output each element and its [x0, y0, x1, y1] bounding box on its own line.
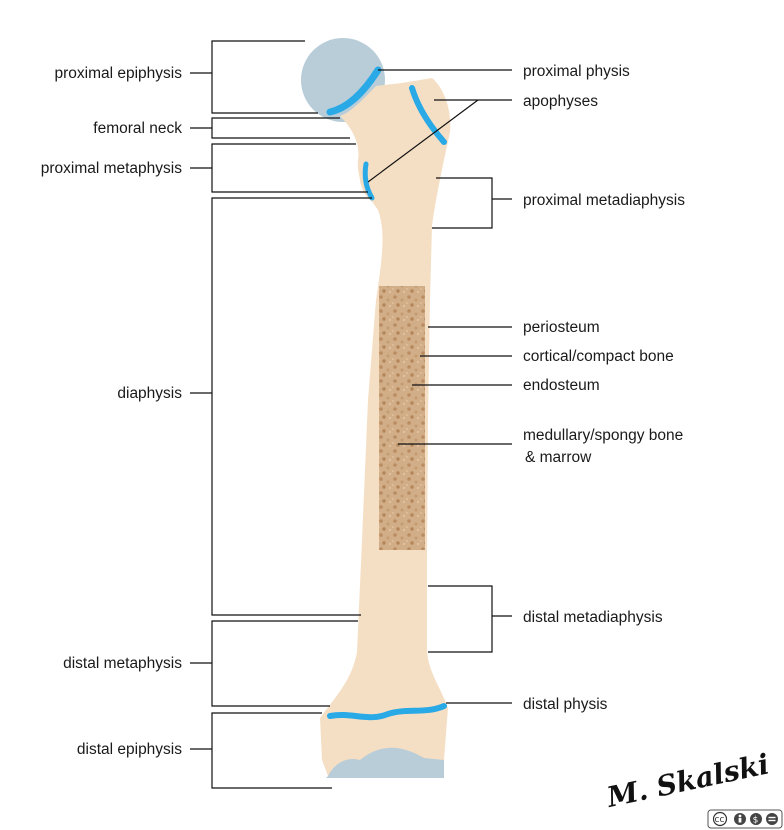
bracket-proximal-epiphysis: [211, 40, 318, 114]
svg-text:M. Skalski: M. Skalski: [603, 747, 772, 814]
lesser-trochanter-apophysis-line: [362, 161, 375, 201]
label-distal-metaphysis: distal metaphysis: [63, 655, 182, 672]
label-endosteum: endosteum: [523, 377, 600, 394]
label-periosteum: periosteum: [523, 319, 600, 336]
label-medullary-line1: medullary/spongy bone: [523, 427, 683, 444]
label-femoral-neck: femoral neck: [93, 120, 182, 137]
left-brackets: [190, 40, 372, 789]
sa-icon: [766, 813, 778, 825]
femur-bone: [301, 38, 451, 778]
bracket-distal-metaphysis: [211, 620, 358, 707]
label-apophyses: apophyses: [523, 93, 598, 110]
label-distal-metadiaphysis: distal metadiaphysis: [523, 609, 663, 626]
right-lines: [367, 69, 512, 704]
label-distal-epiphysis: distal epiphysis: [77, 741, 182, 758]
bracket-distal-metadiaphysis: [428, 585, 493, 653]
label-distal-physis: distal physis: [523, 696, 608, 713]
distal-physis-line: [327, 703, 447, 721]
author-signature: M. Skalski: [603, 747, 772, 814]
label-proximal-physis: proximal physis: [523, 63, 630, 80]
label-proximal-epiphysis: proximal epiphysis: [55, 65, 183, 82]
svg-text:$: $: [753, 816, 759, 826]
greater-trochanter-apophysis-line: [409, 85, 447, 145]
distal-condyle-cartilage: [326, 747, 444, 778]
medullary-cavity: [379, 286, 425, 550]
bracket-proximal-metadiaphysis: [432, 177, 493, 229]
bracket-distal-epiphysis: [211, 712, 332, 789]
nc-icon: [750, 813, 762, 825]
label-proximal-metaphysis: proximal metaphysis: [41, 160, 183, 177]
cc-icon: [712, 811, 728, 827]
label-diaphysis: diaphysis: [117, 385, 182, 402]
bracket-proximal-metaphysis: [211, 143, 368, 193]
license-badge: cc $: [707, 809, 783, 829]
bracket-femoral-neck: [211, 117, 350, 139]
label-proximal-metadiaphysis: proximal metadiaphysis: [523, 192, 685, 209]
proximal-physis-line: [326, 66, 382, 116]
label-medullary-line2: & marrow: [525, 449, 592, 466]
bracket-diaphysis: [211, 197, 372, 616]
svg-text:cc: cc: [715, 815, 725, 825]
label-cortical-bone: cortical/compact bone: [523, 348, 674, 365]
